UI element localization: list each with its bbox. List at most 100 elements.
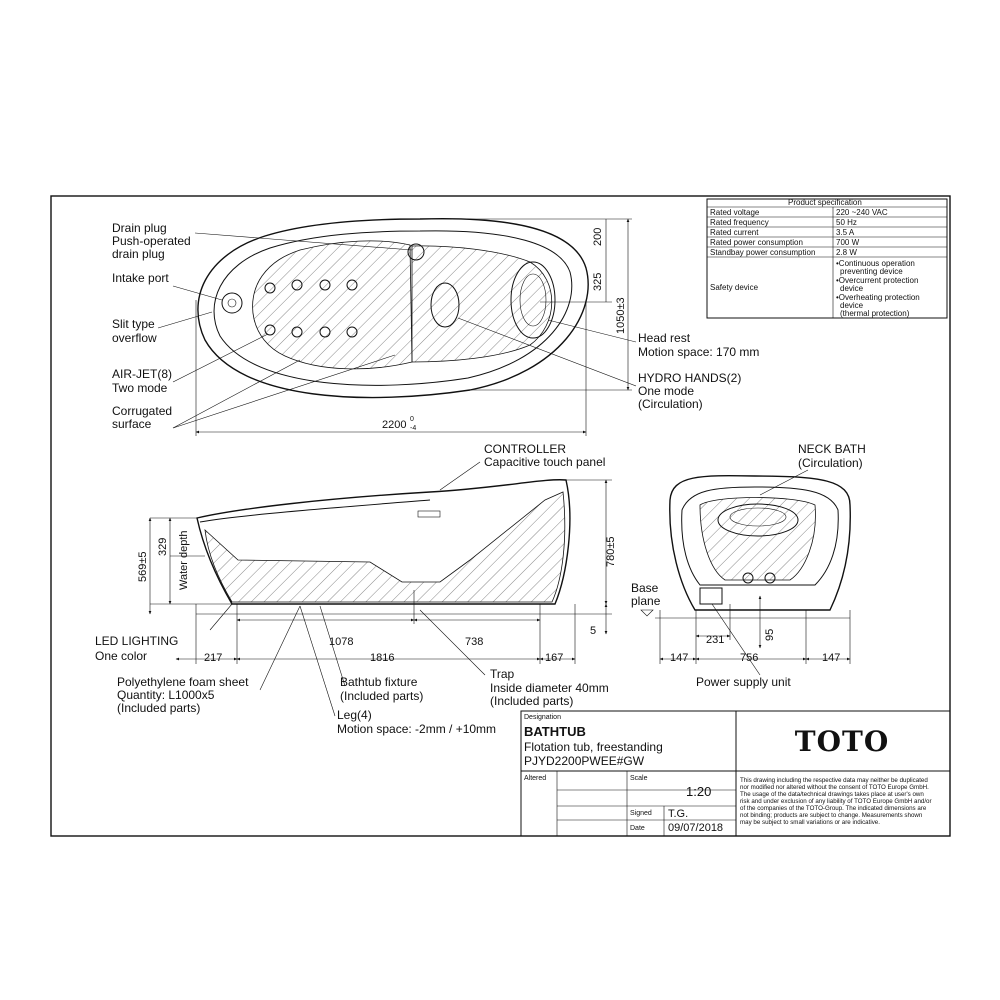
svg-text:Rated power consumption: Rated power consumption: [710, 238, 803, 247]
product-description: Flotation tub, freestanding: [524, 740, 663, 754]
label-led-lighting: LED LIGHTING: [95, 634, 178, 648]
label-hydro-hands: HYDRO HANDS(2): [638, 371, 741, 385]
svg-text:(Included parts): (Included parts): [340, 689, 423, 703]
dim-147-left: 147: [670, 652, 688, 664]
label-controller: CONTROLLER: [484, 442, 566, 456]
tub-inner-end: [681, 486, 839, 586]
product-name: BATHTUB: [524, 724, 586, 739]
dim-147-right: 147: [822, 652, 840, 664]
label-slit-overflow: Slit type: [112, 317, 155, 331]
svg-text:not binding; products are subj: not binding; products are subject to cha…: [740, 812, 923, 819]
svg-text:Rated voltage: Rated voltage: [710, 208, 760, 217]
label-foam-sheet: Polyethylene foam sheet: [117, 675, 249, 689]
svg-text:One color: One color: [95, 649, 147, 663]
svg-text:Two mode: Two mode: [112, 381, 168, 395]
scale-value: 1:20: [686, 784, 711, 799]
dim-5: 5: [590, 625, 596, 637]
power-supply-unit: [699, 587, 723, 605]
label-power-supply: Power supply unit: [696, 675, 791, 689]
svg-text:preventing device: preventing device: [840, 267, 903, 276]
svg-text:700 W: 700 W: [836, 238, 860, 247]
neck-bath: [717, 503, 799, 537]
svg-text:(thermal protection): (thermal protection): [840, 309, 910, 318]
label-leg: Leg(4): [337, 708, 372, 722]
svg-text:Inside diameter 40mm: Inside diameter 40mm: [490, 681, 609, 695]
dim-200: 200: [592, 228, 604, 246]
end-view: [640, 469, 851, 676]
drain-plug: [407, 243, 425, 261]
date-value: 09/07/2018: [668, 822, 723, 834]
svg-text:plane: plane: [631, 594, 661, 608]
dim-217: 217: [204, 652, 222, 664]
svg-text:overflow: overflow: [112, 331, 157, 345]
dim-738: 738: [465, 636, 483, 648]
signed-label: Signed: [630, 810, 652, 817]
dim-329: 329: [157, 538, 169, 556]
end-view-labels: NECK BATH (Circulation) Base plane Power…: [631, 442, 866, 689]
svg-text:•Overheating protection: •Overheating protection: [836, 293, 920, 302]
svg-text:device: device: [840, 284, 864, 293]
label-neck-bath: NECK BATH: [798, 442, 866, 456]
svg-text:Motion space: -2mm / +10mm: Motion space: -2mm / +10mm: [337, 722, 496, 736]
neck-bath-basin: [699, 497, 816, 581]
svg-text:Safety device: Safety device: [710, 283, 759, 292]
label-base-plane: Base: [631, 581, 659, 595]
svg-text:Quantity: L1000x5: Quantity: L1000x5: [117, 688, 215, 702]
svg-text:(Circulation): (Circulation): [638, 397, 703, 411]
svg-text:220 ~240 VAC: 220 ~240 VAC: [836, 208, 888, 217]
side-view: [148, 461, 612, 717]
dim-width: 1050±3: [615, 297, 627, 334]
svg-text:drain plug: drain plug: [112, 247, 165, 261]
air-jets: [264, 279, 358, 338]
tub-section-side: [204, 491, 566, 603]
svg-text:may be subject to small variat: may be subject to small variations or ar…: [740, 819, 880, 826]
svg-text:•Continuous operation: •Continuous operation: [836, 259, 915, 268]
svg-text:-4: -4: [410, 425, 416, 432]
dim-780: 780±5: [605, 536, 617, 567]
label-intake-port: Intake port: [112, 271, 169, 285]
svg-text:(Circulation): (Circulation): [798, 456, 863, 470]
svg-text:risk and under exclusion of an: risk and under exclusion of any liabilit…: [740, 798, 932, 805]
tub-inner-top: [213, 230, 573, 386]
disclaimer: This drawing including the respective da…: [740, 777, 928, 784]
dim-95: 95: [764, 629, 776, 641]
controller-panel: [417, 510, 441, 518]
label-drain-plug: Drain plug: [112, 221, 167, 235]
svg-text:Rated frequency: Rated frequency: [710, 218, 769, 227]
svg-text:(Included parts): (Included parts): [117, 701, 200, 715]
dim-569: 569±5: [137, 551, 149, 582]
svg-text:50 Hz: 50 Hz: [836, 218, 857, 227]
dim-167: 167: [545, 652, 563, 664]
sheet-border: [50, 195, 951, 837]
svg-text:surface: surface: [112, 417, 152, 431]
svg-text:3.5 A: 3.5 A: [836, 228, 855, 237]
intake-port: [221, 292, 243, 314]
headrest-area-top: [411, 245, 553, 363]
tub-outline-end: [669, 474, 851, 611]
tub-inner-curve: [199, 499, 431, 523]
dim-water-depth: Water depth: [178, 530, 190, 590]
title-block: Designation BATHTUB Flotation tub, frees…: [520, 710, 951, 837]
svg-text:The usage of the data/technica: The usage of the data/technical drawings…: [740, 791, 924, 798]
tub-outline-side: [196, 479, 571, 605]
svg-text:Rated current: Rated current: [710, 228, 759, 237]
label-trap: Trap: [490, 667, 515, 681]
svg-text:nor modified nor altered witho: nor modified nor altered without the con…: [740, 784, 929, 791]
dim-756: 756: [740, 652, 758, 664]
svg-text:Push-operated: Push-operated: [112, 234, 191, 248]
svg-text:0: 0: [410, 416, 414, 423]
headrest: [510, 261, 556, 339]
dim-1816: 1816: [370, 652, 394, 664]
spec-table: Product specification Rated voltage 220 …: [706, 198, 948, 319]
svg-text:One mode: One mode: [638, 384, 694, 398]
product-code: PJYD2200PWEE#GW: [524, 754, 645, 768]
svg-text:Standbay power consumption: Standbay power consumption: [710, 248, 815, 257]
label-air-jet: AIR-JET(8): [112, 367, 172, 381]
corrugated-surface-top: [252, 240, 413, 370]
scale-label: Scale: [630, 775, 648, 782]
side-view-labels: CONTROLLER Capacitive touch panel LED LI…: [95, 442, 617, 736]
svg-text:of the companies of the TOTO-G: of the companies of the TOTO-Group. The …: [740, 805, 927, 812]
svg-text:Motion space: 170 mm: Motion space: 170 mm: [638, 345, 759, 359]
designation-label: Designation: [524, 714, 561, 721]
date-label: Date: [630, 825, 645, 832]
